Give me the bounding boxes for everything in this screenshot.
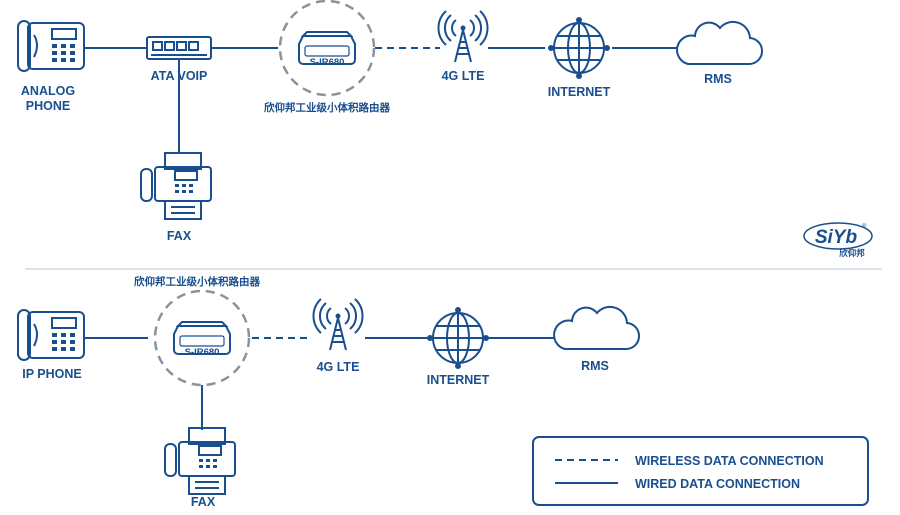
bottom-diagram: 欣仰邦工业级小体积路由器 IP PHONE S-IR680 4G LTE INT…	[17, 275, 641, 509]
cloud-icon	[553, 305, 641, 351]
desk-phone-icon	[17, 309, 85, 361]
legend-wireless-label: WIRELESS DATA CONNECTION	[635, 454, 824, 468]
phone-label-line1: ANALOG	[21, 84, 75, 98]
legend-box	[532, 436, 869, 506]
globe-icon	[547, 16, 611, 80]
legend: WIRELESS DATA CONNECTION WIRED DATA CONN…	[532, 436, 869, 506]
internet-label: INTERNET	[548, 85, 611, 99]
ata-label: ATA VOIP	[151, 69, 208, 83]
rms-label: RMS	[704, 72, 732, 86]
rms-label: RMS	[581, 359, 609, 373]
router-model-label: S-IR680	[185, 347, 220, 358]
ata-voip-icon	[146, 36, 212, 60]
desk-phone-icon	[17, 20, 85, 72]
globe-icon	[426, 306, 490, 370]
fax-label: FAX	[191, 495, 216, 509]
cell-tower-icon	[437, 10, 489, 63]
internet-label: INTERNET	[427, 373, 490, 387]
fax-icon	[164, 427, 236, 495]
phone-label-line2: PHONE	[26, 99, 70, 113]
cell-tower-icon	[312, 298, 364, 351]
logo-mark: ®	[862, 223, 867, 230]
lte-label: 4G LTE	[442, 69, 485, 83]
router-model-label: S-IR680	[310, 57, 345, 68]
ip-phone-label: IP PHONE	[22, 367, 82, 381]
legend-wired-label: WIRED DATA CONNECTION	[635, 477, 800, 491]
cloud-icon	[676, 20, 764, 66]
siyb-logo: SiYb ® 欣仰邦	[803, 222, 873, 258]
logo-brand: SiYb	[815, 227, 858, 248]
router-caption: 欣仰邦工业级小体积路由器	[134, 275, 260, 288]
fax-icon	[140, 152, 212, 220]
top-diagram: ANALOG PHONE ATA VOIP S-IR680 欣仰邦工业级小体积路…	[17, 0, 764, 243]
lte-label: 4G LTE	[317, 360, 360, 374]
logo-sub: 欣仰邦	[839, 248, 865, 258]
router-highlight-ring	[278, 0, 376, 97]
router-caption: 欣仰邦工业级小体积路由器	[264, 101, 390, 114]
router-highlight-ring	[153, 289, 251, 387]
fax-label: FAX	[167, 229, 192, 243]
